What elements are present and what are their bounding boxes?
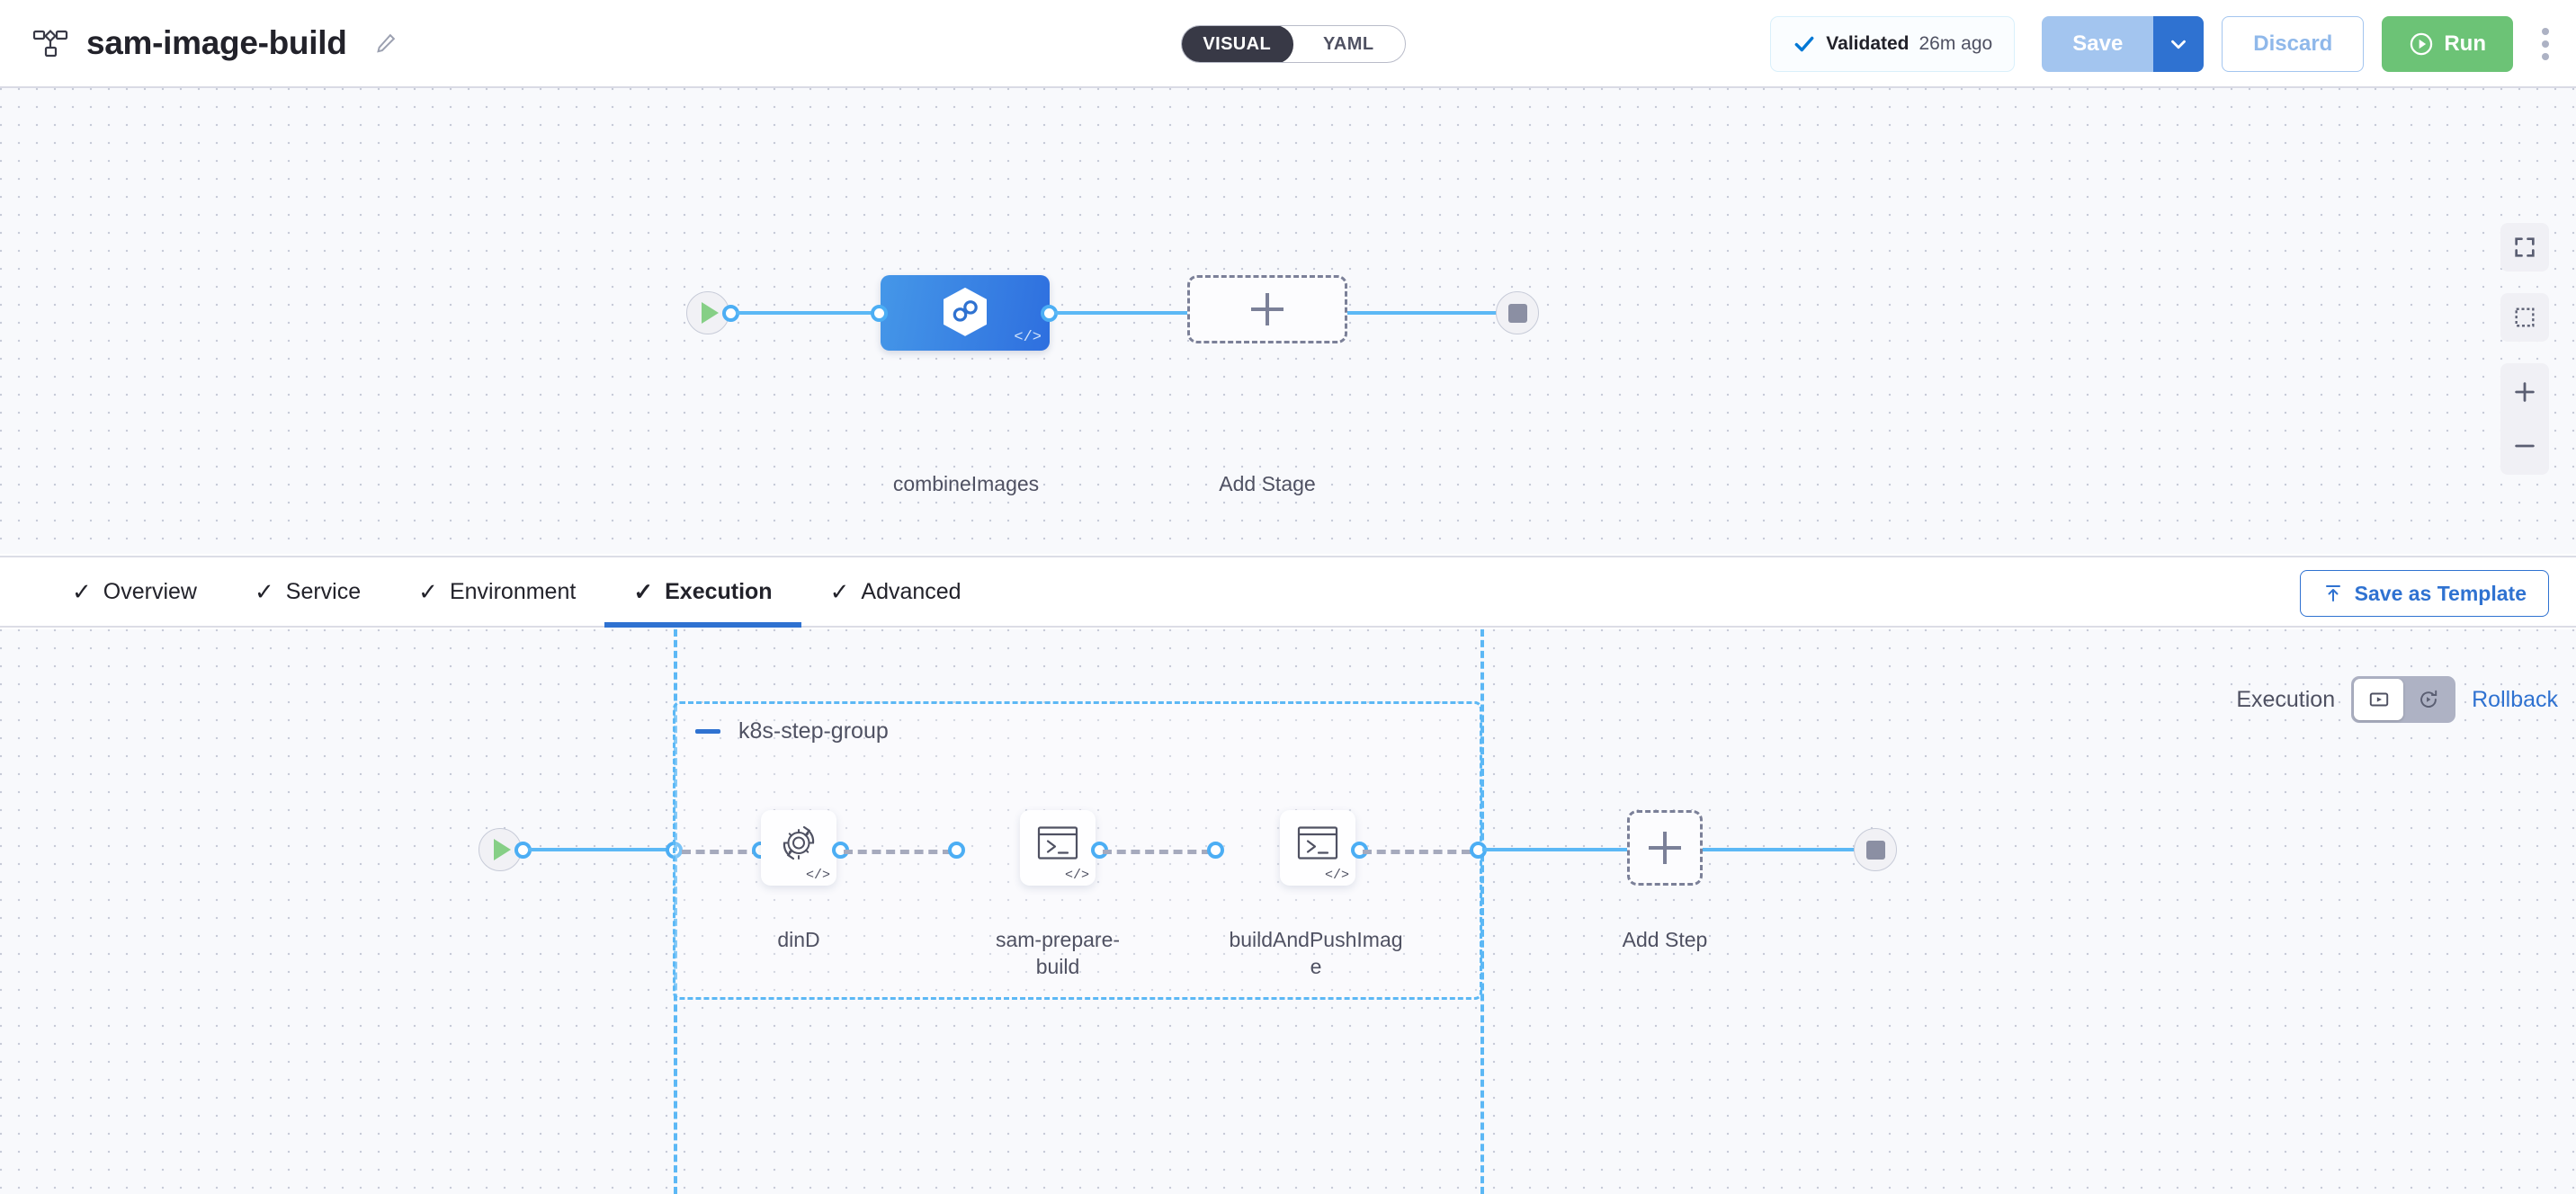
tab-execution[interactable]: ✓ Execution — [604, 557, 801, 628]
step-group-title: k8s-step-group — [738, 718, 889, 744]
zoom-out-button[interactable] — [2500, 428, 2549, 464]
tab-execution-label: Execution — [665, 578, 773, 604]
stage-code-badge: </> — [1014, 329, 1042, 346]
step-code-badge: </> — [805, 868, 830, 883]
stop-square-icon — [1507, 303, 1527, 323]
page-title: sam-image-build — [86, 24, 347, 61]
pencil-icon[interactable] — [374, 31, 398, 55]
stop-square-icon — [1865, 840, 1885, 860]
tab-check-icon: ✓ — [829, 578, 850, 605]
step-end-node[interactable] — [1854, 828, 1897, 871]
execution-rollback-toggle-row[interactable]: Execution Rollback — [2236, 676, 2558, 723]
tab-check-icon: ✓ — [254, 578, 274, 605]
tab-environment-label: Environment — [449, 578, 577, 604]
edge-buildpush-to-groupexit — [1363, 850, 1471, 854]
edge-start-to-group — [528, 848, 674, 851]
kebab-menu-icon[interactable] — [2535, 21, 2556, 67]
add-stage-button[interactable] — [1187, 275, 1347, 343]
step-node-build-and-push-image[interactable]: </> — [1280, 810, 1355, 886]
tab-environment[interactable]: ✓ Environment — [389, 557, 604, 626]
header-left-group: sam-image-build — [0, 24, 398, 62]
step-in-port-buildpush[interactable] — [1207, 842, 1224, 859]
fit-screen-button[interactable] — [2500, 223, 2549, 272]
edge-dind-to-samprepare — [844, 850, 952, 854]
save-as-template-button[interactable]: Save as Template — [2299, 570, 2549, 617]
group-guide-right — [1480, 629, 1484, 1194]
select-area-button[interactable] — [2500, 293, 2549, 342]
visual-yaml-toggle[interactable]: VISUAL YAML — [1181, 25, 1406, 63]
run-label: Run — [2444, 31, 2486, 56]
edge-addstage-to-end — [1347, 311, 1507, 315]
edge-addstep-to-end — [1703, 848, 1865, 851]
stage-label-combineimages: combineImages — [892, 472, 1040, 495]
terminal-icon — [1037, 824, 1078, 865]
validated-status-badge: Validated 26m ago — [1770, 16, 2016, 72]
pipeline-graph-icon — [32, 28, 68, 58]
discard-button[interactable]: Discard — [2222, 16, 2365, 72]
harness-hexagon-icon — [942, 287, 988, 337]
save-dropdown-button[interactable] — [2153, 16, 2205, 72]
run-button[interactable]: Run — [2382, 16, 2513, 72]
rollback-label[interactable]: Rollback — [2472, 686, 2558, 712]
validated-label: Validated — [1826, 33, 1910, 54]
edge-group-to-addstep — [1482, 848, 1628, 851]
execution-label: Execution — [2236, 686, 2336, 712]
zoom-in-out-group[interactable] — [2500, 363, 2549, 475]
step-in-port-samprepare[interactable] — [948, 842, 965, 859]
edge-start-to-combineimages — [736, 311, 881, 315]
edge-combineimages-to-addstage — [1054, 311, 1187, 315]
add-step-button[interactable] — [1627, 810, 1703, 886]
tab-service[interactable]: ✓ Service — [226, 557, 389, 626]
tab-overview-label: Overview — [103, 578, 197, 604]
step-code-badge: </> — [1064, 868, 1089, 883]
step-label-dind: dinD — [777, 928, 820, 951]
upload-template-icon — [2322, 583, 2344, 604]
tab-overview[interactable]: ✓ Overview — [43, 557, 226, 626]
minus-collapse-icon[interactable] — [695, 729, 720, 734]
validated-time: 26m ago — [1919, 33, 1993, 54]
tab-advanced-label: Advanced — [861, 578, 962, 604]
edge-group-to-dind — [682, 850, 761, 854]
tab-check-icon: ✓ — [72, 578, 92, 605]
add-stage-label: Add Stage — [1219, 472, 1316, 495]
play-triangle-icon — [494, 839, 511, 860]
save-split-button[interactable]: Save — [2042, 16, 2205, 72]
execution-rollback-toggle[interactable] — [2351, 676, 2456, 723]
tab-check-icon: ✓ — [633, 578, 654, 605]
step-node-sam-prepare-build[interactable]: </> — [1020, 810, 1096, 886]
stage-in-port-combineimages[interactable] — [871, 305, 888, 322]
tab-check-icon: ✓ — [418, 578, 438, 605]
mode-option-yaml[interactable]: YAML — [1323, 33, 1374, 54]
tab-list: ✓ Overview ✓ Service ✓ Environment ✓ Exe… — [0, 557, 990, 628]
edge-samprepare-to-buildpush — [1103, 850, 1211, 854]
terminal-icon — [1297, 824, 1338, 865]
add-step-label: Add Step — [1622, 928, 1708, 951]
step-label-build-and-push-image: buildAndPushImage — [1229, 928, 1403, 978]
stage-node-combineimages[interactable]: </> — [881, 275, 1050, 351]
play-triangle-icon — [702, 302, 719, 324]
save-button[interactable]: Save — [2042, 16, 2154, 72]
app-header: sam-image-build VISUAL YAML Validated 26… — [0, 0, 2576, 88]
step-code-badge: </> — [1324, 868, 1349, 883]
step-label-sam-prepare-build: sam-prepare-build — [995, 928, 1121, 978]
tab-service-label: Service — [285, 578, 362, 604]
step-group-header[interactable]: k8s-step-group — [695, 718, 889, 744]
save-as-template-label: Save as Template — [2354, 581, 2527, 605]
canvas-zoom-controls[interactable] — [2500, 223, 2549, 475]
group-guide-left — [674, 629, 677, 1194]
rollback-rotate-icon[interactable] — [2403, 679, 2453, 720]
tab-advanced[interactable]: ✓ Advanced — [801, 557, 990, 626]
execution-graph-canvas[interactable]: Execution Rollback — [0, 629, 2576, 1194]
check-icon — [1793, 32, 1816, 56]
play-circle-icon — [2409, 31, 2434, 57]
gear-rotate-icon — [776, 820, 821, 869]
stage-config-tabbar: ✓ Overview ✓ Service ✓ Environment ✓ Exe… — [0, 556, 2576, 628]
step-node-dind[interactable]: </> — [761, 810, 836, 886]
zoom-in-button[interactable] — [2500, 374, 2549, 410]
stage-end-node[interactable] — [1496, 291, 1539, 334]
header-right-group: Validated 26m ago Save Discard Run — [1770, 0, 2556, 88]
stage-graph-canvas[interactable]: </> combineImages Add Stage — [0, 88, 2576, 554]
mode-option-visual[interactable]: VISUAL — [1182, 26, 1293, 62]
execution-play-box-icon[interactable] — [2354, 679, 2404, 720]
